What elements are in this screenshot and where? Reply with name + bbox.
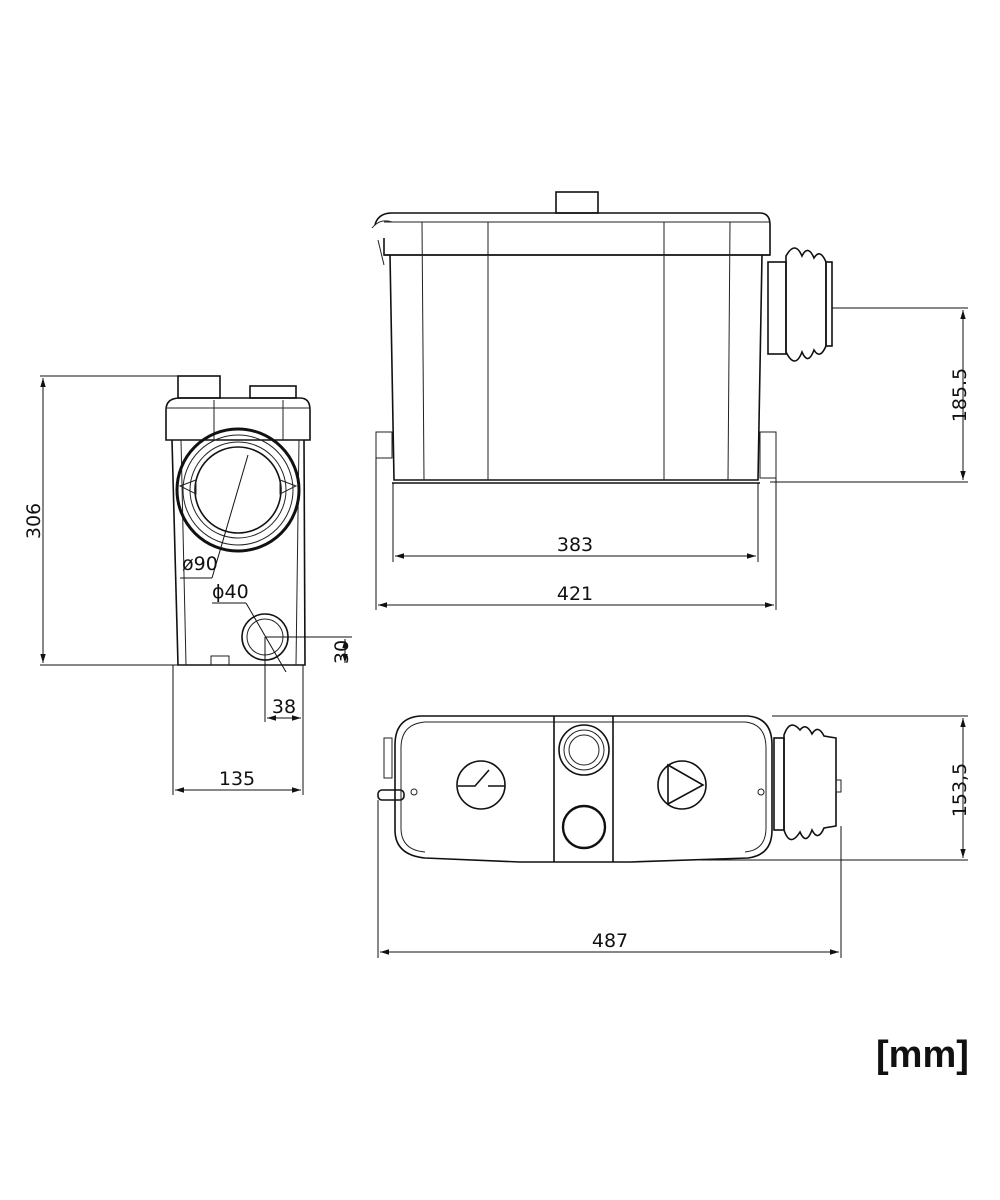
outlet-bellows xyxy=(785,247,827,362)
top-cap xyxy=(177,375,221,399)
dim-offset-38: 38 xyxy=(272,696,296,718)
body xyxy=(171,439,306,666)
lid xyxy=(374,212,771,256)
round-port xyxy=(561,804,607,850)
dim-depth-153-5: 153,5 xyxy=(949,763,971,817)
pump-symbol-icon xyxy=(657,760,707,810)
outlet-bellows xyxy=(783,724,837,841)
lid xyxy=(165,397,311,441)
body-rib xyxy=(727,221,731,481)
body-outline xyxy=(394,715,773,863)
lid-hinge xyxy=(371,220,393,266)
side-connector xyxy=(759,431,777,479)
screw-icon xyxy=(757,788,765,796)
dim-overall-length-487: 487 xyxy=(592,930,628,952)
body xyxy=(389,254,763,481)
leader-line xyxy=(211,454,249,579)
outlet-connector xyxy=(773,737,785,831)
top-view: 153,5 487 xyxy=(377,715,971,958)
cable-gland xyxy=(377,789,405,801)
body-inner-outline xyxy=(400,721,767,853)
switch-symbol-icon xyxy=(456,760,506,810)
dim-width-135: 135 xyxy=(219,768,255,790)
top-cap xyxy=(555,191,599,214)
outlet-tab xyxy=(835,779,842,793)
dim-overall-length-421: 421 xyxy=(557,583,593,605)
top-vent xyxy=(249,385,297,399)
body-inner-line xyxy=(180,439,187,666)
screw-icon xyxy=(410,788,418,796)
dim-body-length-383: 383 xyxy=(557,534,593,556)
outlet-connector xyxy=(767,261,787,355)
front-view: 185.5 383 421 xyxy=(371,191,971,610)
dim-outlet-height-185-5: 185.5 xyxy=(949,368,971,422)
vent-port xyxy=(558,724,610,776)
body-rib xyxy=(421,221,425,481)
base-foot xyxy=(210,655,230,666)
dim-height-306: 306 xyxy=(23,503,45,539)
dim-inlet-40: ϕ40 xyxy=(212,581,249,603)
side-connector xyxy=(383,737,393,779)
dim-inlet-90: ø90 xyxy=(182,553,218,575)
dim-inlet-height-30: 30 xyxy=(331,640,353,664)
side-view: 306 ø90 ϕ40 30 38 135 xyxy=(23,375,353,795)
outlet-end xyxy=(825,261,833,347)
units-label: [mm] xyxy=(876,1034,969,1076)
inlet-90 xyxy=(175,427,301,553)
side-connector xyxy=(375,431,393,459)
